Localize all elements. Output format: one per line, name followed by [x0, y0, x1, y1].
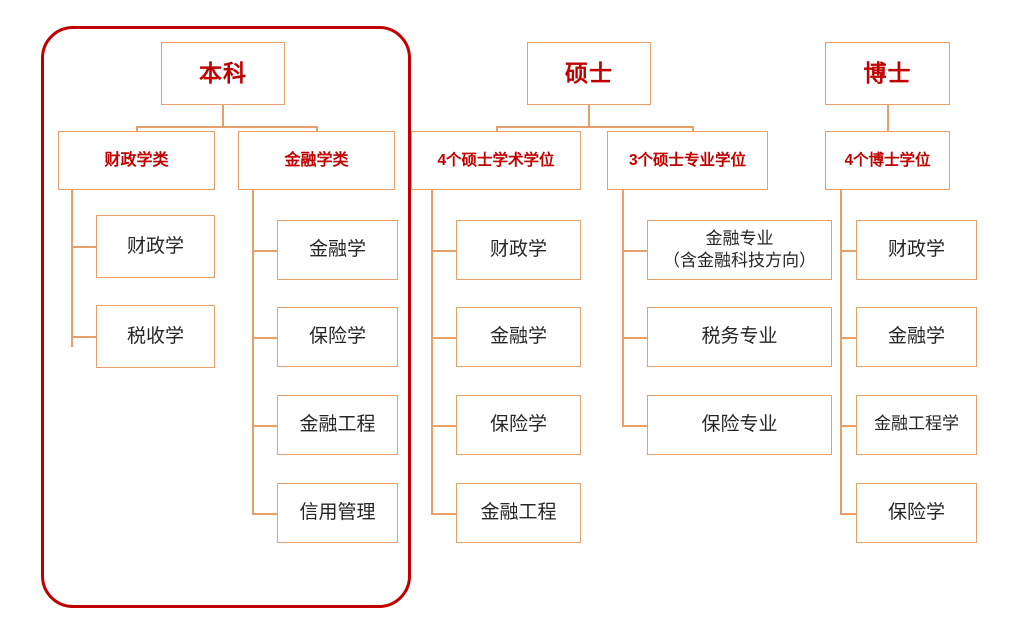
connector-master-drop-2	[692, 126, 694, 132]
tier-box-undergraduate[interactable]: 本科	[161, 42, 285, 105]
category-label-doctoral-degrees: 4个博士学位	[844, 151, 931, 169]
leaf-box-ug-pf-2[interactable]: 税收学	[96, 305, 215, 368]
connector-elbow-dr-1	[840, 250, 856, 252]
leaf-label-dr-4: 保险学	[887, 501, 945, 524]
leaf-label-ug-fin-1: 金融学	[308, 238, 366, 261]
leaf-label-ug-fin-2: 保险学	[308, 325, 366, 348]
connector-elbow-ma-pr-3	[622, 425, 647, 427]
connector-elbow-ug-fin-3	[252, 425, 277, 427]
leaf-label-ma-ac-2: 金融学	[489, 325, 547, 348]
connector-doctorate-trunk	[887, 105, 889, 131]
leaf-label-dr-1: 财政学	[887, 238, 945, 261]
connector-elbow-ug-fin-4	[252, 513, 277, 515]
tier-label-master: 硕士	[565, 60, 613, 87]
category-label-finance-group: 金融学类	[284, 151, 349, 169]
leaf-box-ma-pr-2[interactable]: 税务专业	[647, 307, 832, 367]
leaf-box-dr-4[interactable]: 保险学	[856, 483, 977, 543]
tier-label-undergraduate: 本科	[199, 60, 247, 87]
connector-elbow-ma-pr-2	[622, 337, 647, 339]
connector-undergraduate-drop-2	[316, 126, 318, 132]
leaf-box-ma-ac-3[interactable]: 保险学	[456, 395, 581, 455]
connector-spine-public-finance-group	[71, 190, 73, 347]
connector-spine-doctoral-degrees	[840, 190, 842, 513]
connector-elbow-ma-ac-1	[431, 250, 456, 252]
leaf-box-ug-fin-2[interactable]: 保险学	[277, 307, 398, 367]
leaf-label-ma-ac-1: 财政学	[489, 238, 547, 261]
leaf-box-ma-ac-1[interactable]: 财政学	[456, 220, 581, 280]
leaf-box-ug-fin-3[interactable]: 金融工程	[277, 395, 398, 455]
leaf-label-ma-pr-2: 税务专业	[701, 325, 778, 348]
connector-spine-academic-master	[431, 190, 433, 513]
leaf-box-ug-fin-1[interactable]: 金融学	[277, 220, 398, 280]
category-label-public-finance-group: 财政学类	[104, 151, 169, 169]
category-box-public-finance-group[interactable]: 财政学类	[58, 131, 215, 190]
connector-spine-professional-master	[622, 190, 624, 425]
connector-elbow-dr-3	[840, 425, 856, 427]
leaf-box-ma-pr-3[interactable]: 保险专业	[647, 395, 832, 455]
category-box-finance-group[interactable]: 金融学类	[238, 131, 395, 190]
category-label-professional-master: 3个硕士专业学位	[628, 151, 747, 169]
leaf-box-dr-3[interactable]: 金融工程学	[856, 395, 977, 455]
category-label-academic-master: 4个硕士学术学位	[437, 151, 555, 169]
leaf-label-ma-pr-3: 保险专业	[701, 413, 778, 436]
connector-spine-finance-group	[252, 190, 254, 513]
leaf-box-dr-2[interactable]: 金融学	[856, 307, 977, 367]
connector-elbow-ma-ac-3	[431, 425, 456, 427]
leaf-label-dr-3: 金融工程学	[874, 414, 959, 435]
connector-master-trunk	[588, 105, 590, 127]
leaf-box-ug-fin-4[interactable]: 信用管理	[277, 483, 398, 543]
connector-elbow-ma-ac-4	[431, 513, 456, 515]
connector-elbow-dr-2	[840, 337, 856, 339]
connector-elbow-dr-4	[840, 513, 856, 515]
leaf-label-ma-ac-4: 金融工程	[480, 501, 557, 524]
tier-box-master[interactable]: 硕士	[527, 42, 651, 105]
connector-undergraduate-drop-1	[136, 126, 138, 132]
leaf-box-ma-ac-4[interactable]: 金融工程	[456, 483, 581, 543]
connector-master-bus	[496, 126, 692, 128]
leaf-box-dr-1[interactable]: 财政学	[856, 220, 977, 280]
leaf-label-ug-pf-2: 税收学	[126, 324, 184, 347]
leaf-label-ma-pr-1: 金融专业 （含金融科技方向）	[663, 228, 816, 271]
connector-elbow-ug-pf-2	[71, 336, 96, 338]
leaf-label-ug-fin-3: 金融工程	[299, 413, 376, 436]
connector-elbow-ug-pf-1	[71, 246, 96, 248]
leaf-label-ma-ac-3: 保险学	[489, 413, 547, 436]
connector-elbow-ma-pr-1	[622, 250, 647, 252]
tier-box-doctorate[interactable]: 博士	[825, 42, 950, 105]
connector-elbow-ug-fin-2	[252, 337, 277, 339]
connector-elbow-ug-fin-1	[252, 250, 277, 252]
connector-undergraduate-trunk	[222, 105, 224, 127]
leaf-label-dr-2: 金融学	[887, 325, 945, 348]
connector-master-drop-1	[496, 126, 498, 132]
connector-undergraduate-bus	[136, 126, 316, 128]
category-box-doctoral-degrees[interactable]: 4个博士学位	[825, 131, 950, 190]
leaf-label-ug-pf-1: 财政学	[126, 234, 184, 257]
category-box-professional-master[interactable]: 3个硕士专业学位	[607, 131, 768, 190]
category-box-academic-master[interactable]: 4个硕士学术学位	[411, 131, 581, 190]
leaf-label-ug-fin-4: 信用管理	[299, 501, 376, 524]
leaf-box-ug-pf-1[interactable]: 财政学	[96, 215, 215, 278]
leaf-box-ma-pr-1[interactable]: 金融专业 （含金融科技方向）	[647, 220, 832, 280]
connector-elbow-ma-ac-2	[431, 337, 456, 339]
tier-label-doctorate: 博士	[863, 60, 912, 87]
leaf-box-ma-ac-2[interactable]: 金融学	[456, 307, 581, 367]
